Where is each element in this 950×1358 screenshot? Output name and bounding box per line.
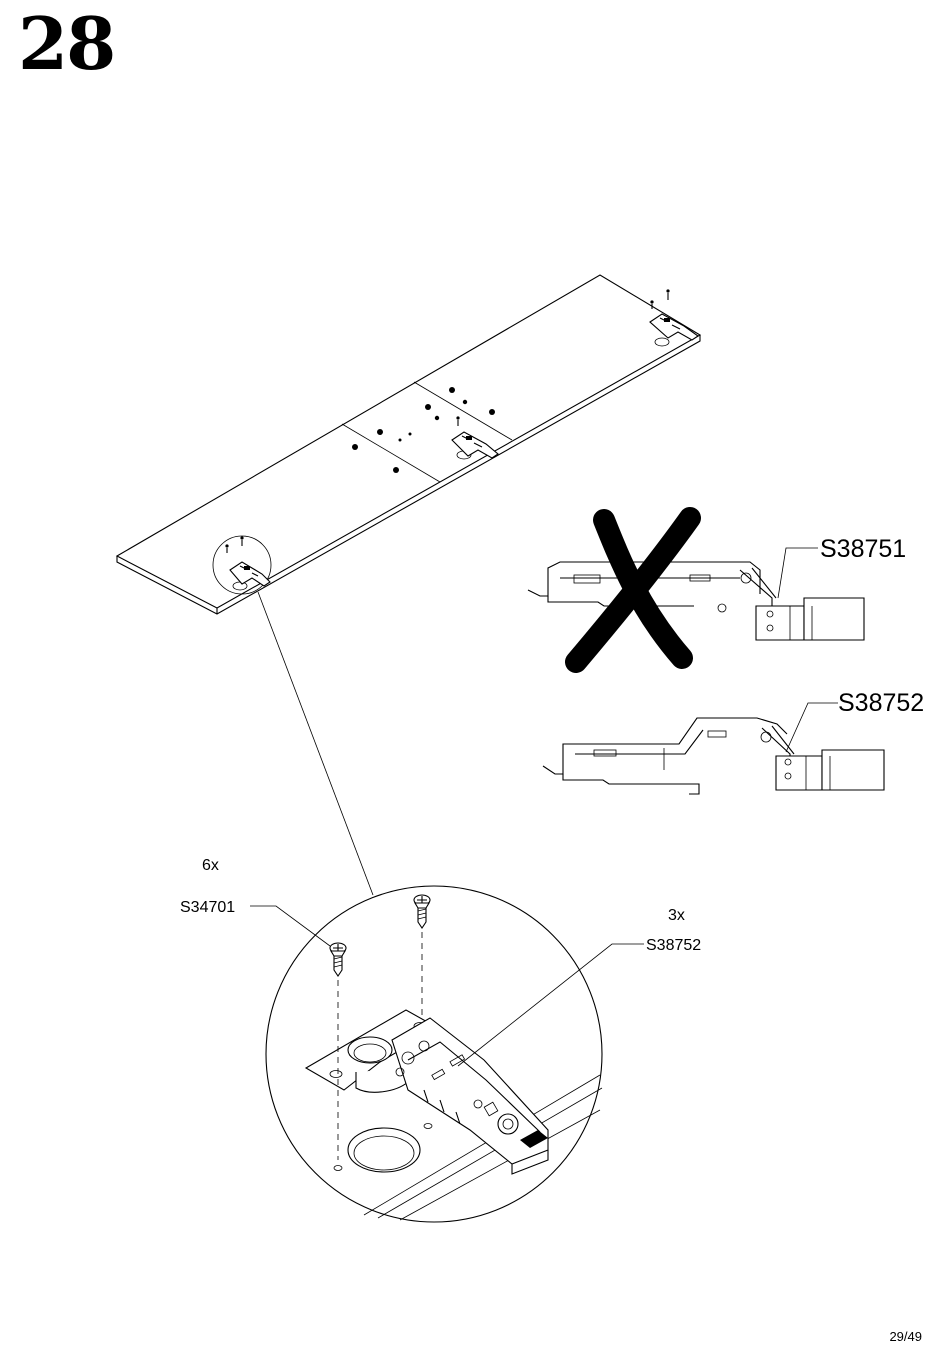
screw-part-code: S34701 [180,899,235,916]
detail-hinge [306,1010,548,1174]
hinge-s38752-correct [543,718,884,794]
screw-right-icon [414,895,430,928]
s38751-label: S38751 [820,535,906,563]
screw-quantity: 6x [202,857,219,874]
s38751-leader [778,548,818,598]
cross-mark-icon [576,518,690,662]
s38752-label: S38752 [838,689,924,717]
screw-leader [250,906,330,946]
hinge-leader [458,944,644,1066]
detail-leader-line [258,592,373,895]
hinge-s38751-wrong [528,562,864,640]
s38752-leader [786,703,838,752]
hinge-quantity: 3x [668,907,685,924]
hinge-part-code: S38752 [646,937,701,954]
screw-left-icon [330,943,346,976]
